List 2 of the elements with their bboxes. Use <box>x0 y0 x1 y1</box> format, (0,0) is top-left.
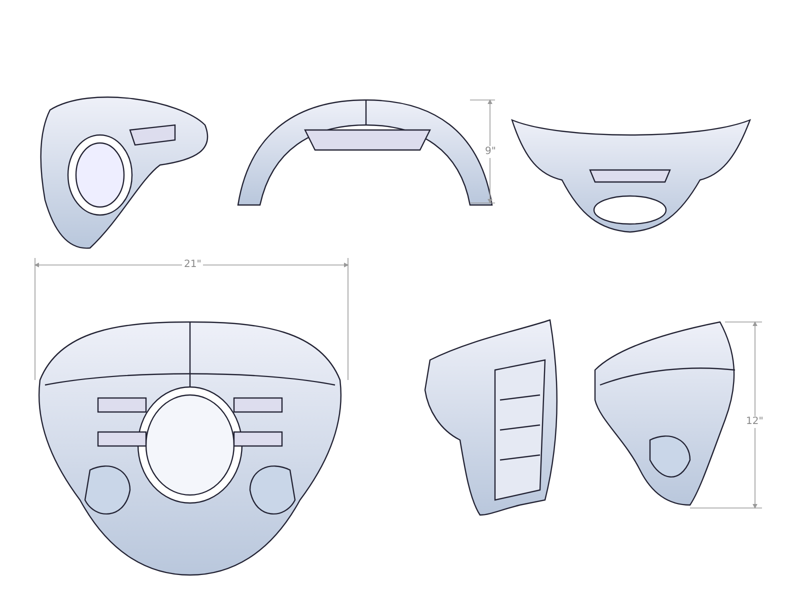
dimension-label: 9" <box>483 146 498 158</box>
dimension-label: 12" <box>744 416 766 428</box>
